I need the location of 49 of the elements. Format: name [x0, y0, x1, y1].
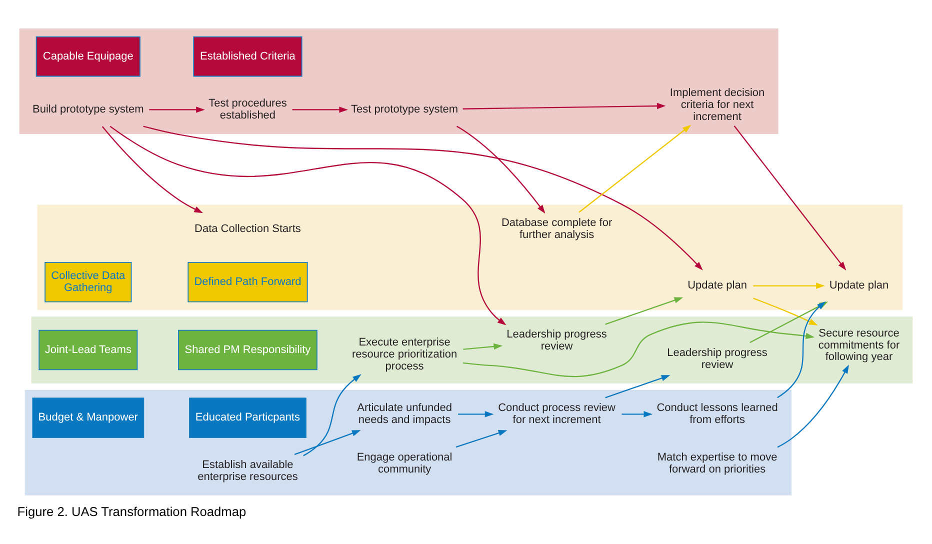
node-box: Budget & Manpower: [32, 397, 144, 438]
arrow: [777, 364, 849, 448]
arrow: [456, 125, 546, 214]
node-text: Database complete for further analysis: [501, 216, 612, 240]
arrow: [462, 102, 666, 109]
arrow: [463, 342, 503, 350]
node-text: Establish available enterprise resources: [198, 458, 298, 482]
node-text: Execute enterprise resource prioritization process: [352, 336, 458, 372]
arrow: [110, 125, 506, 325]
node-box: Established Criteria: [193, 36, 302, 76]
arrow: [753, 297, 818, 325]
node-box: Capable Equipage: [36, 36, 140, 76]
node-text: Data Collection Starts: [194, 222, 301, 234]
node-text: Articulate unfunded needs and impacts: [357, 402, 452, 426]
node-text: Build prototype system: [32, 103, 144, 116]
node-box: Shared PM Responsibility: [178, 329, 318, 370]
arrow: [605, 296, 684, 324]
caption: Figure 2. UAS Transformation Roadmap: [17, 504, 246, 519]
arrow: [292, 106, 348, 112]
arrow: [458, 410, 494, 417]
node-box: Joint-Lead Teams: [38, 329, 138, 370]
cluster: [24, 389, 792, 495]
node-text: Leadership progress review: [506, 328, 607, 352]
node-text: Test procedures established: [208, 97, 287, 122]
arrow: [294, 430, 361, 454]
node-text: Conduct lessons learned from efforts: [656, 402, 778, 426]
arrow: [303, 374, 362, 456]
node-text: Conduct process review for next increment: [498, 402, 616, 426]
arrow: [622, 410, 653, 417]
node-text: Implement decision criteria for next increment: [670, 86, 765, 122]
arrow: [149, 106, 205, 112]
node-text: Update plan: [829, 279, 889, 292]
node-text: Leadership progress review: [667, 346, 768, 370]
node-text: Update plan: [688, 279, 747, 292]
arrow: [102, 126, 204, 213]
node-text: Test prototype system: [351, 103, 458, 116]
arrow: [605, 374, 670, 398]
node-box: Defined Path Forward: [188, 261, 308, 302]
node-box: Collective Data Gathering: [44, 261, 132, 302]
node-text: Secure resource commitments for following year: [818, 326, 900, 363]
node-text: Engage operational community: [356, 451, 452, 476]
arrow: [456, 430, 508, 448]
arrow: [578, 124, 692, 212]
arrow: [753, 282, 825, 288]
arrow: [462, 321, 815, 377]
arrow: [143, 125, 703, 270]
arrow: [777, 300, 826, 398]
node-box: Educated Particpants: [189, 397, 306, 438]
node-text: Match expertise to move forward on priorities: [657, 451, 778, 476]
